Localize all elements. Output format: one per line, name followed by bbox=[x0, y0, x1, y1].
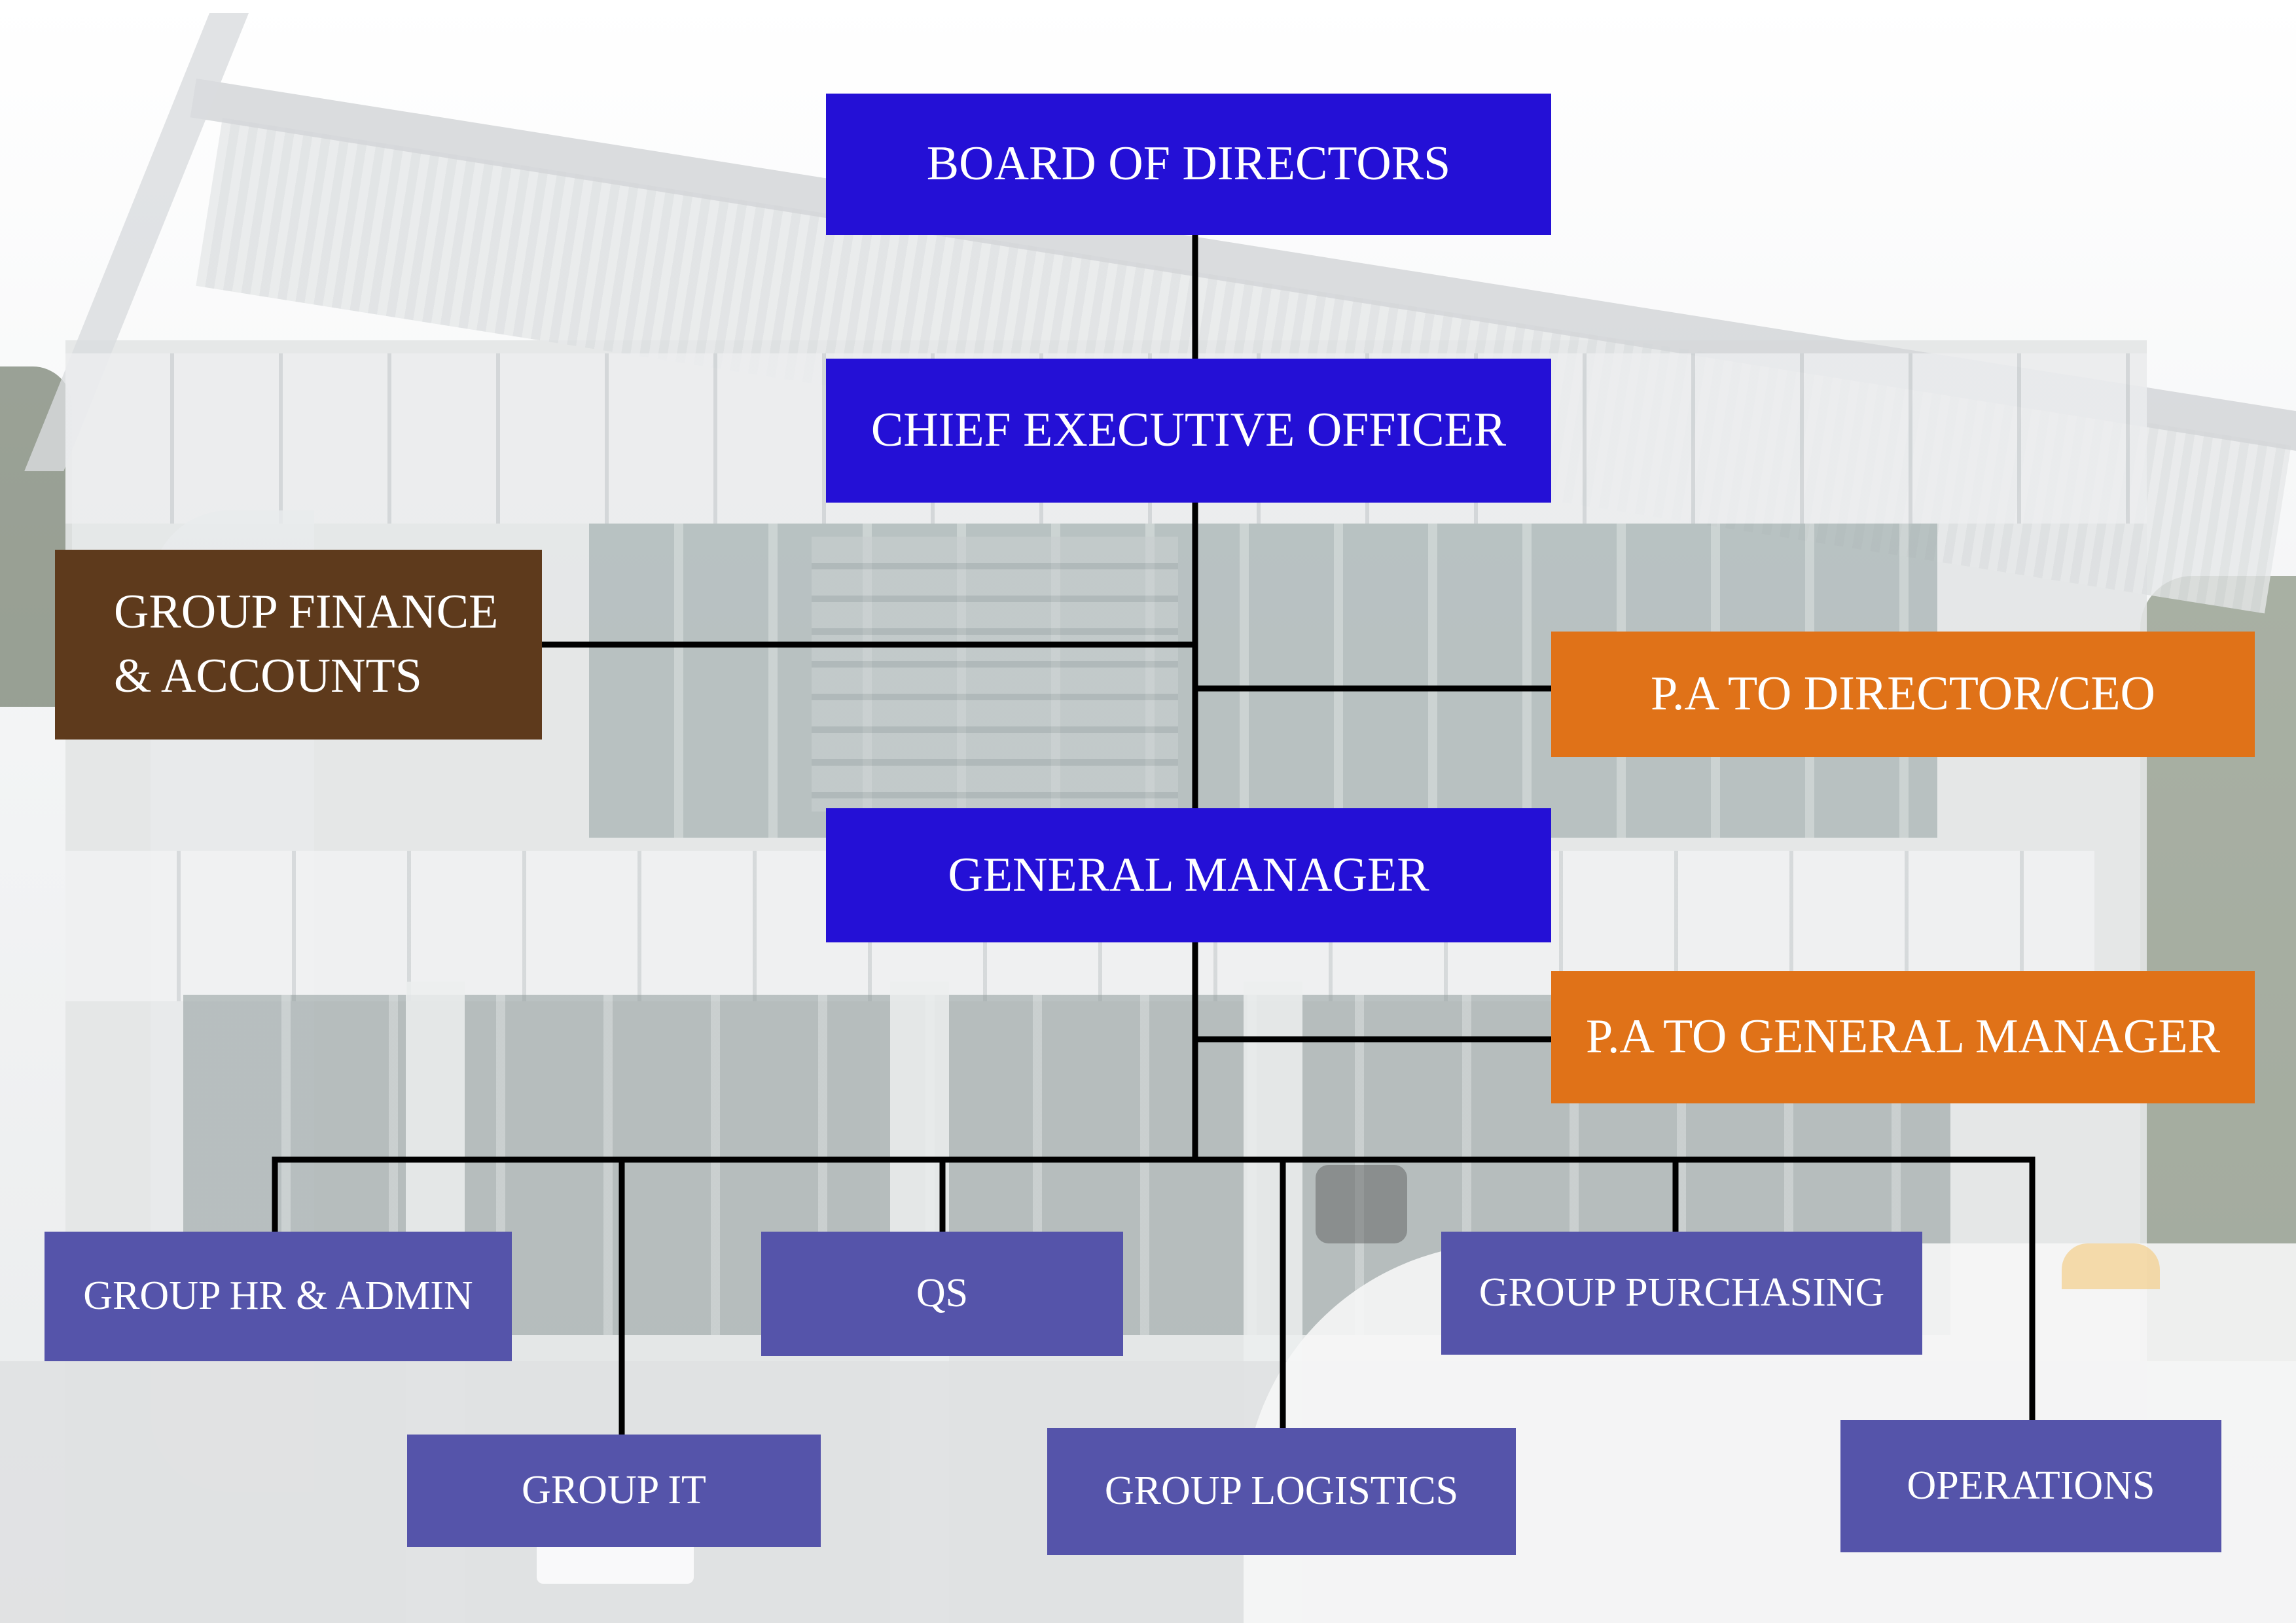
group-logistics-label: GROUP LOGISTICS bbox=[1104, 1469, 1459, 1514]
group-finance-accounts-label: GROUP FINANCE & ACCOUNTS bbox=[114, 585, 499, 703]
pa-to-general-manager-box: P.A TO GENERAL MANAGER bbox=[1551, 971, 2255, 1103]
chief-executive-officer-label: CHIEF EXECUTIVE OFFICER bbox=[870, 403, 1507, 457]
window-reflection bbox=[812, 537, 1178, 812]
operations-label: OPERATIONS bbox=[1907, 1463, 2155, 1508]
dark-car bbox=[1316, 1165, 1407, 1243]
board-of-directors-label: BOARD OF DIRECTORS bbox=[926, 137, 1451, 191]
qs-label: QS bbox=[916, 1271, 969, 1316]
general-manager-box: GENERAL MANAGER bbox=[826, 808, 1551, 942]
group-purchasing-box: GROUP PURCHASING bbox=[1441, 1232, 1922, 1355]
pa-to-director-ceo-box: P.A TO DIRECTOR/CEO bbox=[1551, 632, 2255, 757]
group-finance-accounts-box: GROUP FINANCE & ACCOUNTS bbox=[55, 550, 542, 740]
yellow-awning bbox=[2062, 1243, 2160, 1289]
qs-box: QS bbox=[761, 1232, 1123, 1356]
group-purchasing-label: GROUP PURCHASING bbox=[1479, 1270, 1885, 1315]
pa-to-general-manager-label: P.A TO GENERAL MANAGER bbox=[1586, 1010, 2220, 1064]
general-manager-label: GENERAL MANAGER bbox=[948, 847, 1429, 902]
group-logistics-box: GROUP LOGISTICS bbox=[1047, 1428, 1516, 1555]
pa-to-director-ceo-label: P.A TO DIRECTOR/CEO bbox=[1650, 667, 2155, 721]
group-it-box: GROUP IT bbox=[407, 1435, 821, 1547]
group-it-label: GROUP IT bbox=[522, 1468, 706, 1513]
chief-executive-officer-box: CHIEF EXECUTIVE OFFICER bbox=[826, 359, 1551, 503]
group-hr-admin-box: GROUP HR & ADMIN bbox=[45, 1232, 512, 1361]
group-hr-admin-label: GROUP HR & ADMIN bbox=[83, 1274, 473, 1319]
operations-box: OPERATIONS bbox=[1840, 1420, 2221, 1552]
board-of-directors-box: BOARD OF DIRECTORS bbox=[826, 94, 1551, 235]
